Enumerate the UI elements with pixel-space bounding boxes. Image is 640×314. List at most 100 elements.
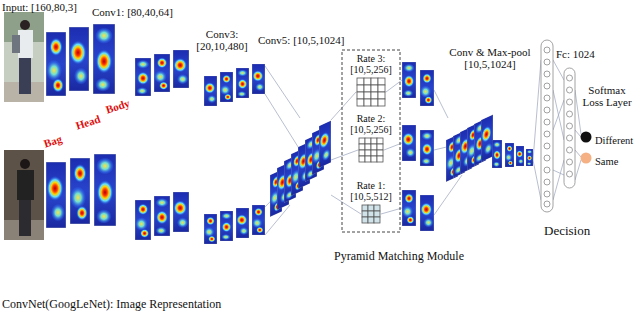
fc-layer xyxy=(544,131,550,137)
fc-layer xyxy=(567,159,573,165)
connection-lines xyxy=(553,90,564,140)
fc-layer xyxy=(567,111,573,117)
connection-lines xyxy=(265,66,300,118)
grid-cell xyxy=(378,92,385,99)
feature-maps xyxy=(420,70,434,106)
fc-layer xyxy=(544,71,550,77)
connection-lines xyxy=(553,60,564,80)
layer-label: Conv3: [20,10,480] xyxy=(190,28,254,52)
grid-cell xyxy=(377,150,383,156)
fc-layer xyxy=(567,147,573,153)
feature-maps xyxy=(204,76,217,106)
fc-layer xyxy=(544,167,550,173)
input-photo xyxy=(12,35,20,53)
grid-cell xyxy=(374,205,380,211)
grid-cell xyxy=(365,150,371,156)
connection-lines xyxy=(575,90,581,134)
fc-layer xyxy=(544,179,550,185)
connection-lines xyxy=(331,92,356,120)
feature-maps xyxy=(420,130,434,166)
input-photo xyxy=(4,12,44,102)
output-unit: Different xyxy=(580,130,633,144)
fc-layer xyxy=(544,191,550,197)
connection-lines xyxy=(533,160,541,200)
output-unit: Same xyxy=(580,151,618,165)
grid-cell xyxy=(364,92,371,99)
grid-cell xyxy=(364,99,371,106)
feature-maps xyxy=(46,162,66,228)
fc-layer xyxy=(544,201,550,207)
grid-cell xyxy=(371,99,378,106)
fc-layer xyxy=(544,119,550,125)
grid-cell xyxy=(368,205,374,211)
feature-maps xyxy=(173,192,189,232)
fc-layer xyxy=(544,143,550,149)
feature-maps xyxy=(402,125,416,161)
feature-maps xyxy=(252,64,265,94)
feature-maps xyxy=(505,143,514,167)
layer-label: Softmax Loss Layer xyxy=(578,84,636,108)
fc-layer xyxy=(567,123,573,129)
grid-cell xyxy=(357,85,364,92)
connection-lines xyxy=(265,94,300,150)
output-circle xyxy=(581,153,592,164)
output-circle xyxy=(581,132,592,143)
feature-maps xyxy=(492,140,502,168)
feature-maps xyxy=(516,146,524,166)
feature-maps xyxy=(319,120,331,168)
grid-cell xyxy=(377,156,383,162)
part-label: Body xyxy=(104,97,131,116)
grid-cell xyxy=(378,99,385,106)
fc-layer xyxy=(541,40,575,212)
feature-maps xyxy=(173,50,189,88)
connection-lines xyxy=(381,208,402,214)
layer-label: Conv1: [80,40,64] xyxy=(92,6,173,18)
input-photo xyxy=(4,12,44,102)
input-photo xyxy=(19,58,31,94)
feature-maps xyxy=(220,211,233,241)
grid-cell xyxy=(359,144,365,150)
feature-maps xyxy=(220,72,233,102)
grid-cell xyxy=(371,138,377,144)
fc-layer xyxy=(567,171,573,177)
fc-layer xyxy=(544,59,550,65)
fc-layer xyxy=(567,75,573,81)
feature-maps xyxy=(526,149,533,166)
grid-cell xyxy=(377,138,383,144)
grid-cell xyxy=(362,211,368,217)
feature-maps xyxy=(46,32,66,96)
feature-maps xyxy=(154,196,170,236)
pooling-grid xyxy=(358,137,384,163)
connection-lines xyxy=(575,130,581,137)
class-label: Different xyxy=(595,135,633,147)
connection-lines xyxy=(331,150,358,160)
feature-maps xyxy=(154,54,170,92)
input-photo xyxy=(20,20,30,30)
level-label: Rate 2: [10,5,256] xyxy=(343,113,399,135)
feature-maps xyxy=(204,214,217,244)
input-photo xyxy=(19,200,31,236)
connection-lines xyxy=(575,160,581,180)
grid-cell xyxy=(371,92,378,99)
connection-lines xyxy=(434,90,448,118)
fc-layer xyxy=(544,155,550,161)
grid-cell xyxy=(365,138,371,144)
grid-cell xyxy=(371,85,378,92)
grid-cell xyxy=(368,217,374,223)
level-label: Rate 1: [10,5,512] xyxy=(343,180,399,202)
fc-layer xyxy=(567,135,573,141)
pyramid-level: Rate 3: [10,5,256] xyxy=(343,53,399,107)
grid-cell xyxy=(357,99,364,106)
output-circle xyxy=(580,152,592,164)
grid-cell xyxy=(357,92,364,99)
level-label: Rate 3: [10,5,256] xyxy=(343,53,399,75)
pyramid-level: Rate 1: [10,5,512] xyxy=(343,180,399,224)
pooling-grid xyxy=(361,204,381,224)
grid-cell xyxy=(377,144,383,150)
grid-cell xyxy=(364,78,371,85)
fc-layer xyxy=(544,95,550,101)
module-title: Pyramid Matching Module xyxy=(334,250,464,263)
grid-cell xyxy=(371,150,377,156)
